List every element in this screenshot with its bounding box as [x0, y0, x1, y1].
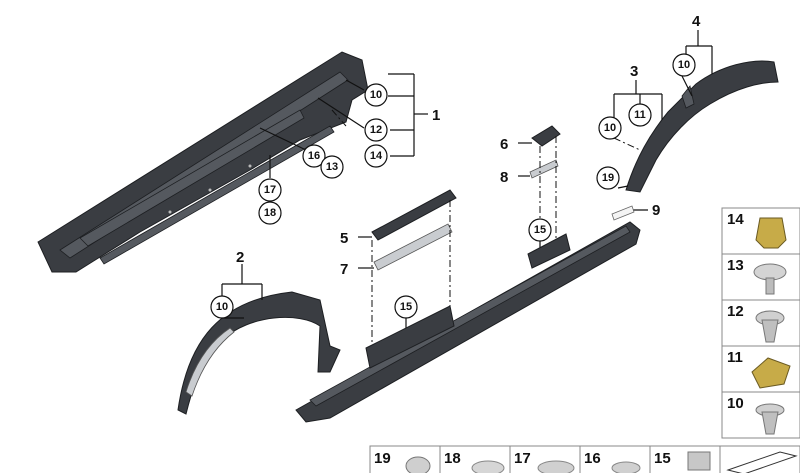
rocker-panel-part [295, 221, 641, 423]
svg-text:11: 11 [634, 109, 646, 121]
callout-9: 9 [652, 202, 660, 219]
wheel-arch-trim-rear-part [625, 60, 779, 193]
cap-16-icon [611, 461, 641, 473]
legend-side-10: 10 [727, 395, 744, 412]
svg-text:10: 10 [678, 59, 690, 71]
callout-3: 3 [630, 63, 638, 80]
legend-bottom-16: 16 [584, 450, 601, 467]
svg-text:19: 19 [602, 172, 614, 184]
callout-6: 6 [500, 136, 508, 153]
callout-circle-10-a: 10 [364, 83, 388, 107]
callout-circle-10-c: 10 [598, 116, 622, 140]
callout-circle-13: 13 [320, 155, 344, 179]
callout-4: 4 [692, 13, 701, 30]
callout-7: 7 [340, 261, 348, 278]
callout-circle-12: 12 [364, 118, 388, 142]
leader-lines-group-1 [259, 73, 428, 178]
callout-circle-19: 19 [596, 166, 620, 190]
svg-text:10: 10 [370, 89, 382, 101]
callout-circle-15-b: 15 [528, 218, 552, 242]
seal-strip-part [611, 205, 635, 221]
svg-text:10: 10 [216, 301, 228, 313]
callout-circle-10-b: 10 [210, 295, 234, 319]
legend-bottom: 19 18 17 16 15 [369, 445, 800, 473]
clip-15-icon [687, 451, 711, 471]
svg-text:13: 13 [326, 161, 338, 173]
speed-nut-icon [755, 217, 787, 249]
legend-bottom-15: 15 [654, 450, 671, 467]
legend-side-14: 14 [727, 211, 744, 228]
legend-side-12: 12 [727, 303, 744, 320]
svg-text:18: 18 [264, 207, 276, 219]
svg-text:10: 10 [604, 122, 616, 134]
leader-lines-group-2 [221, 264, 263, 319]
callout-circle-11: 11 [628, 103, 652, 127]
svg-text:14: 14 [370, 150, 383, 162]
legend-bottom-19: 19 [374, 450, 391, 467]
leader-lines-group-3-4 [613, 30, 713, 211]
callout-circle-17: 17 [258, 178, 282, 202]
svg-text:15: 15 [534, 224, 546, 236]
legend-bottom-18: 18 [444, 450, 461, 467]
svg-text:12: 12 [370, 124, 382, 136]
cap-17-icon [537, 460, 575, 473]
callout-8: 8 [500, 169, 508, 186]
clip-11-icon [751, 357, 791, 389]
callout-2: 2 [236, 249, 244, 266]
callout-circle-16: 16 [302, 144, 326, 168]
callout-circle-18: 18 [258, 201, 282, 225]
legend-side-13: 13 [727, 257, 744, 274]
callout-circle-10-d: 10 [672, 53, 696, 77]
callout-circle-14: 14 [364, 144, 388, 168]
cap-18-icon [471, 460, 505, 473]
callout-5: 5 [340, 230, 348, 247]
callout-circle-15-a: 15 [394, 295, 418, 319]
svg-text:16: 16 [308, 150, 320, 162]
grommet-19-icon [405, 456, 431, 473]
side-sill-trim-part [37, 51, 369, 273]
legend-bottom-17: 17 [514, 450, 531, 467]
svg-text:15: 15 [400, 301, 412, 313]
legend-side: 14 13 12 11 10 [721, 207, 800, 439]
legend-side-11: 11 [727, 349, 743, 366]
wheel-arch-trim-front-part [177, 291, 341, 415]
bracket-parts [371, 125, 561, 271]
callout-1: 1 [432, 107, 440, 124]
svg-text:17: 17 [264, 184, 276, 196]
